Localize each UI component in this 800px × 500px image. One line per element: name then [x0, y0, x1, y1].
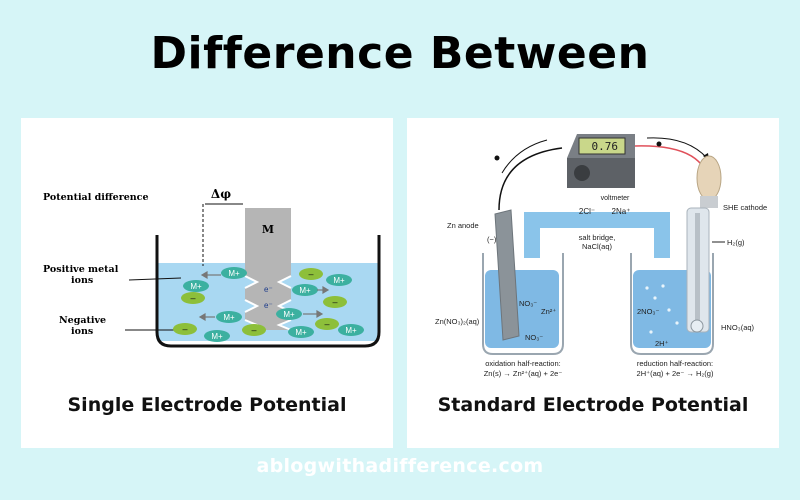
chloride-label: 2Cl⁻ — [579, 207, 595, 216]
svg-text:M+: M+ — [190, 282, 202, 291]
right-solution-label: HNO₃(aq) — [721, 323, 755, 332]
cation-ion: M+ — [292, 284, 318, 296]
cation-ion: M+ — [338, 324, 364, 336]
svg-text:–: – — [190, 293, 195, 303]
single-electrode-diagram: M Potential difference Δφ Positive metal… — [43, 187, 381, 416]
svg-text:M+: M+ — [299, 286, 311, 295]
single-electrode-card: M Potential difference Δφ Positive metal… — [21, 118, 393, 448]
positive-ions-pointer — [128, 277, 182, 281]
beaker-outline — [155, 235, 381, 348]
sodium-label: 2Na⁺ — [612, 207, 631, 216]
cation-ion: M+ — [204, 330, 230, 342]
salt-bridge-label-1: salt bridge, — [579, 233, 616, 242]
positive-ions-label-2: ions — [71, 275, 93, 286]
svg-text:M+: M+ — [283, 310, 295, 319]
voltmeter-label: voltmeter — [601, 195, 630, 202]
svg-text:–: – — [182, 324, 187, 334]
negative-ions: – – – – – – — [173, 268, 347, 336]
hydrogen-ion-label: 2H⁺ — [655, 339, 669, 348]
anode-wire — [498, 147, 563, 211]
delta-phi-label: Δφ — [211, 187, 231, 201]
single-electrode-caption: Single Electrode Potential — [68, 394, 347, 416]
reduction-label-1: reduction half-reaction: — [637, 359, 713, 368]
svg-text:M+: M+ — [295, 328, 307, 337]
cation-ion: M+ — [216, 311, 242, 323]
ion-arrows — [198, 270, 330, 322]
metal-ions: M+ M+ M+ M+ M+ M+ M+ M+ M+ — [183, 267, 364, 342]
svg-text:M+: M+ — [223, 313, 235, 322]
zinc-anode-strip — [494, 209, 520, 341]
nitrate-label-1: NO₃⁻ — [519, 299, 537, 308]
page-title: Difference Between — [150, 28, 650, 79]
svg-text:–: – — [251, 325, 256, 335]
reduction-label-2: 2H⁺(aq) + 2e⁻ → H₂(g) — [637, 369, 714, 378]
she-electrode — [686, 155, 722, 333]
cation-ion: M+ — [221, 267, 247, 279]
svg-text:M+: M+ — [345, 326, 357, 335]
anode-sign: (−) — [487, 235, 497, 244]
electron-flow-arrow-right — [646, 137, 708, 159]
svg-text:M+: M+ — [333, 276, 345, 285]
svg-text:–: – — [332, 297, 337, 307]
site-watermark: ablogwithadifference.com — [256, 455, 544, 477]
she-cathode-label: SHE cathode — [723, 203, 767, 212]
oxidation-label-1: oxidation half-reaction: — [485, 359, 560, 368]
left-solution-label: Zn(NO₃)₂(aq) — [435, 317, 480, 326]
negative-ions-label-1: Negative — [59, 315, 106, 326]
nitrate-label-2: NO₃⁻ — [525, 333, 543, 342]
svg-text:–: – — [324, 319, 329, 329]
voltmeter-dial — [574, 165, 590, 181]
anion-ion: – — [181, 292, 205, 304]
hydrogen-gas-label: H₂(g) — [727, 238, 745, 247]
cation-ion: M+ — [276, 308, 302, 320]
voltmeter-reading: 0.76 — [592, 140, 619, 153]
anion-ion: – — [242, 324, 266, 336]
cation-ion: M+ — [183, 280, 209, 292]
electron-label: e⁻ — [264, 285, 273, 294]
zinc-anode-label: Zn anode — [447, 221, 479, 230]
positive-ions-label-1: Positive metal — [43, 264, 119, 275]
wire-dot — [656, 141, 662, 147]
voltmeter-display — [578, 137, 626, 155]
svg-text:–: – — [308, 269, 313, 279]
cation-ion: M+ — [326, 274, 352, 286]
voltmeter: 0.76 voltmeter — [567, 134, 635, 202]
anion-ion: – — [173, 323, 197, 335]
oxidation-label-2: Zn(s) → Zn²⁺(aq) + 2e⁻ — [484, 369, 563, 378]
nitrate-right-label: 2NO₃⁻ — [637, 307, 659, 316]
zinc-ion-label: Zn²⁺ — [541, 307, 556, 316]
salt-bridge-label-2: NaCl(aq) — [582, 242, 613, 251]
anion-ion: – — [315, 318, 339, 330]
potential-difference-label: Potential difference — [43, 192, 149, 203]
standard-electrode-caption: Standard Electrode Potential — [438, 394, 749, 416]
anion-ion: – — [299, 268, 323, 280]
anion-ion: – — [323, 296, 347, 308]
negative-ions-label-2: ions — [71, 326, 93, 337]
svg-text:M+: M+ — [211, 332, 223, 341]
standard-electrode-diagram: 0.76 voltmeter 2Cl⁻ 2Na⁺ salt bridge, Na… — [435, 134, 767, 416]
svg-text:M+: M+ — [228, 269, 240, 278]
cation-ion: M+ — [288, 326, 314, 338]
standard-electrode-card: 0.76 voltmeter 2Cl⁻ 2Na⁺ salt bridge, Na… — [407, 118, 779, 448]
salt-bridge — [524, 212, 670, 258]
electron-flow-arrow-left — [501, 139, 548, 174]
electrons: e⁻ e⁻ — [264, 285, 273, 310]
electrode-label: M — [262, 223, 274, 236]
electron-label: e⁻ — [264, 301, 273, 310]
wire-dot — [494, 155, 500, 161]
